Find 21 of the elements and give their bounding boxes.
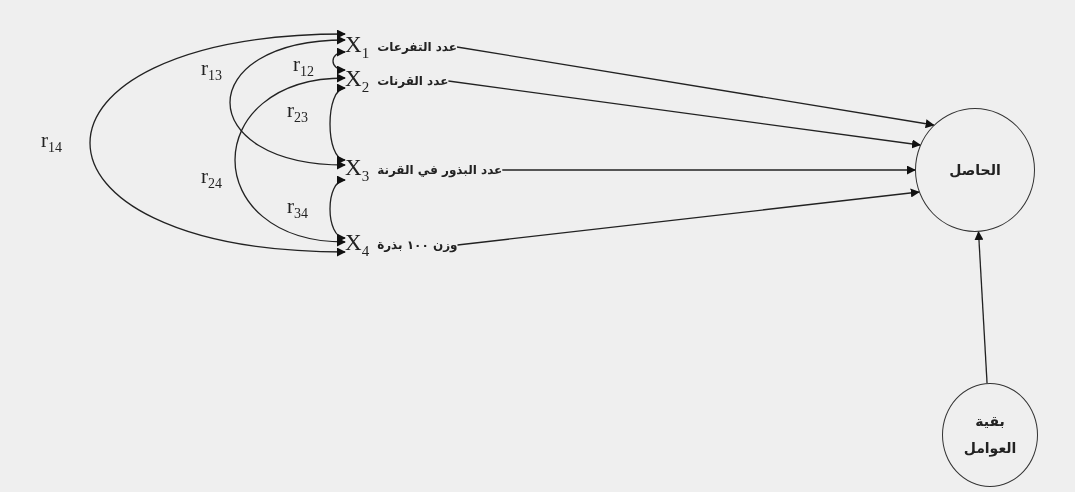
variable-label: عدد التفرعات <box>377 40 457 54</box>
arrow <box>447 80 921 149</box>
variable-label: عدد القرنات <box>377 74 449 88</box>
arrow <box>974 231 988 384</box>
node-label: الحاصل <box>949 160 1001 180</box>
node-label: بقية العوامل <box>962 412 1018 459</box>
variable-symbol: X$_{2}$ <box>345 67 370 95</box>
correlation-arrow <box>329 177 346 241</box>
variable-label: عدد البذور في القرنة <box>377 163 503 177</box>
correlation-arrow <box>329 86 346 162</box>
variable-symbol: X$_{4}$ <box>345 231 370 259</box>
correlation-arrow <box>234 74 346 246</box>
correlation-arrow <box>89 29 346 257</box>
variable-label: وزن ١٠٠ بذرة <box>377 238 458 252</box>
correlation-arrow <box>332 48 346 74</box>
variable-symbol: X$_{3}$ <box>345 156 370 184</box>
correlation-arrow <box>229 36 346 169</box>
variable-symbol: X$_{1}$ <box>345 33 370 61</box>
arrow <box>456 46 935 129</box>
arrow <box>456 188 920 246</box>
arrow <box>501 165 916 175</box>
